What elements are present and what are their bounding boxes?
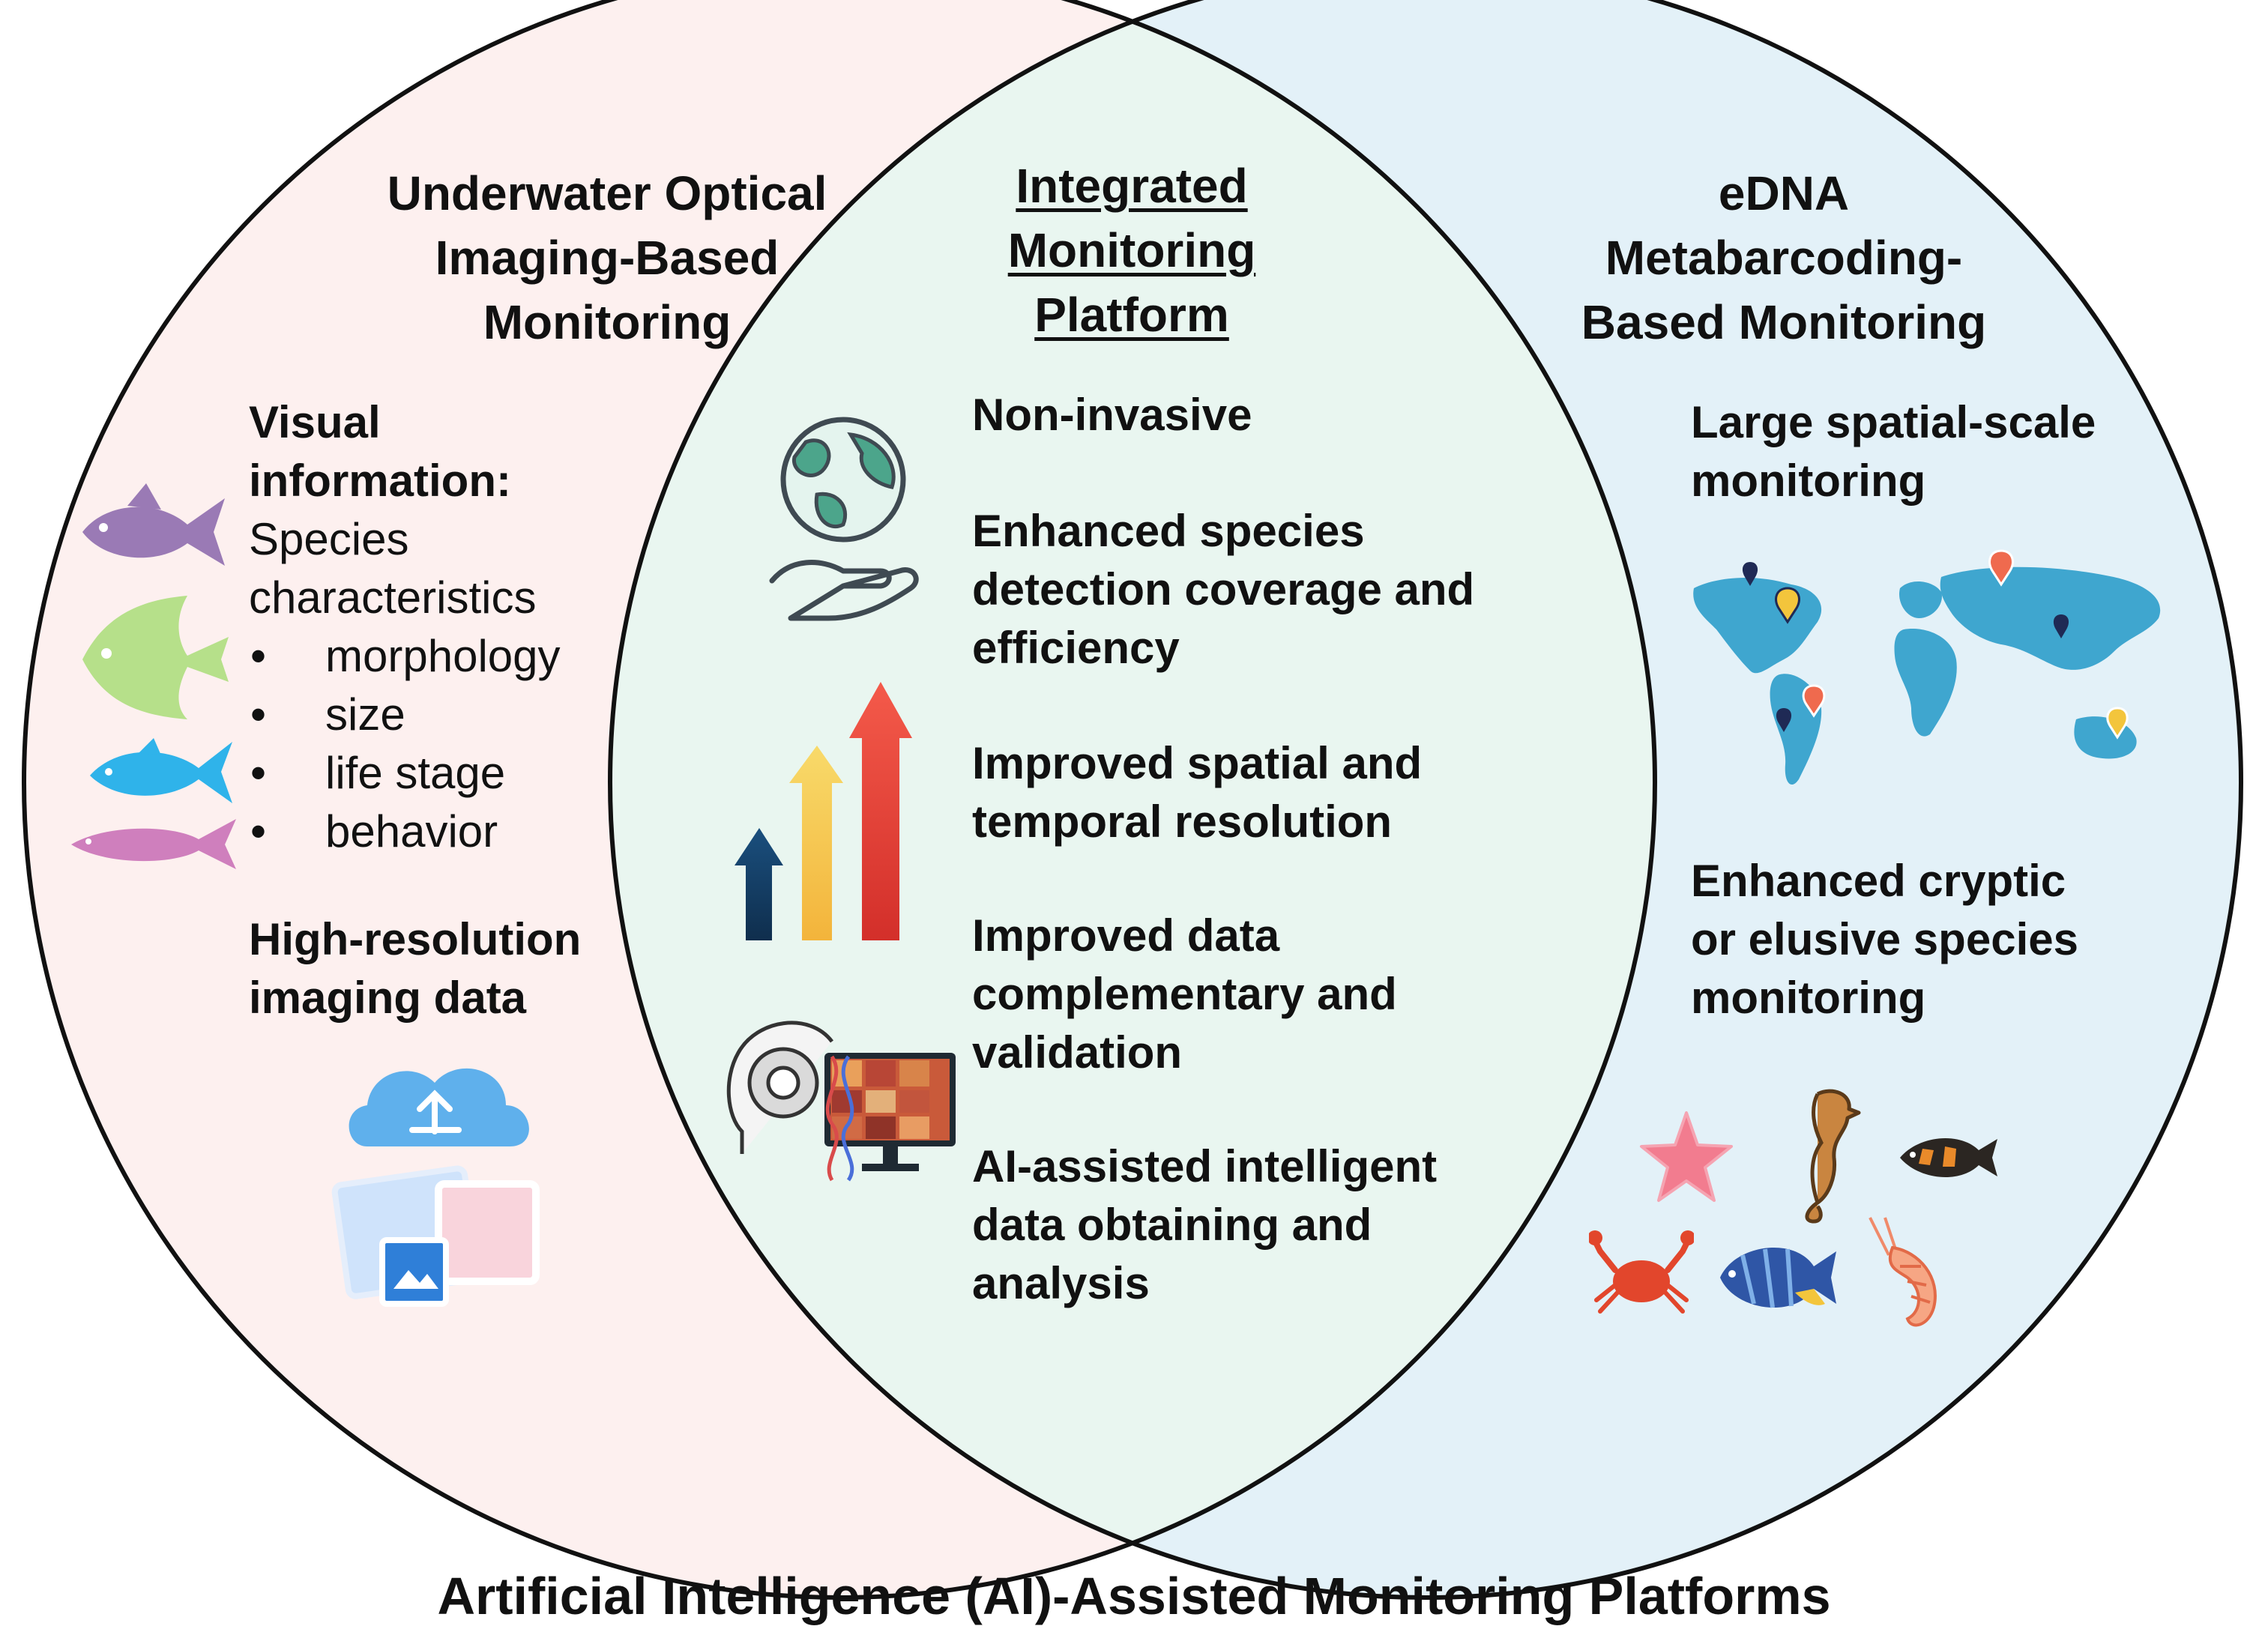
cloud-upload-images-icon bbox=[331, 1068, 540, 1307]
center-item-line: Improved data bbox=[972, 910, 1280, 961]
salmon-silhouette-pink-icon bbox=[71, 819, 236, 869]
center-heading-line: Monitoring bbox=[1007, 223, 1256, 277]
rising-arrows-icon bbox=[735, 682, 912, 940]
left-heading: Underwater Optical Imaging-Based Monitor… bbox=[285, 161, 929, 354]
visual-information-title: Visual information: bbox=[249, 393, 511, 510]
center-heading-line: Integrated bbox=[1016, 159, 1248, 213]
right-item-line: monitoring bbox=[1691, 456, 1926, 506]
right-item-line: monitoring bbox=[1691, 973, 1926, 1023]
ai-head-computer-icon bbox=[726, 1021, 956, 1182]
center-item-line: Non-invasive bbox=[972, 390, 1252, 440]
right-heading-line: eDNA bbox=[1718, 166, 1850, 220]
starfish-icon bbox=[1640, 1111, 1733, 1202]
overlap-region bbox=[610, 0, 1655, 1598]
center-item-ai-analysis: AI-assisted intelligent data obtaining a… bbox=[972, 1137, 1437, 1313]
species-characteristics: Species characteristics bbox=[249, 510, 536, 627]
seahorse-icon bbox=[1805, 1089, 1861, 1224]
center-item-line: efficiency bbox=[972, 623, 1180, 673]
center-item-line: validation bbox=[972, 1027, 1183, 1078]
species-line: characteristics bbox=[249, 572, 537, 623]
high-resolution-imaging: High-resolution imaging data bbox=[249, 910, 581, 1027]
hires-line: imaging data bbox=[249, 973, 527, 1023]
visual-title-line: information: bbox=[249, 456, 511, 506]
right-item-line: or elusive species bbox=[1691, 914, 2078, 964]
hires-line: High-resolution bbox=[249, 914, 582, 964]
world-map-pins-icon bbox=[1693, 549, 2161, 785]
center-item-detection: Enhanced species detection coverage and … bbox=[972, 502, 1474, 677]
right-item-line: Enhanced cryptic bbox=[1691, 856, 2066, 906]
angelfish-silhouette-green-icon bbox=[82, 596, 229, 719]
center-item-line: Enhanced species bbox=[972, 506, 1365, 556]
fish-silhouette-purple-icon bbox=[82, 483, 225, 566]
center-item-line: analysis bbox=[972, 1258, 1150, 1308]
center-item-line: data obtaining and bbox=[972, 1200, 1372, 1250]
globe-in-hand-icon bbox=[769, 417, 919, 621]
list-item: behavior bbox=[250, 803, 561, 861]
center-item-line: Improved spatial and bbox=[972, 738, 1423, 788]
right-item-line: Large spatial-scale bbox=[1691, 397, 2096, 447]
left-heading-line: Underwater Optical bbox=[387, 166, 827, 220]
tuna-silhouette-blue-icon bbox=[90, 738, 232, 803]
fish-icon bbox=[1900, 1137, 1997, 1178]
list-item: life stage bbox=[250, 744, 561, 803]
center-item-resolution: Improved spatial and temporal resolution bbox=[972, 734, 1422, 851]
list-item: morphology bbox=[250, 627, 561, 686]
center-item-non-invasive: Non-invasive bbox=[972, 386, 1252, 444]
left-heading-line: Imaging-Based bbox=[435, 231, 779, 285]
center-item-line: detection coverage and bbox=[972, 564, 1475, 614]
right-heading-line: Metabarcoding- bbox=[1605, 231, 1963, 285]
right-heading-line: Based Monitoring bbox=[1581, 295, 1987, 349]
characteristics-list: morphology size life stage behavior bbox=[250, 627, 561, 861]
list-item: size bbox=[250, 686, 561, 744]
visual-title-line: Visual bbox=[249, 397, 381, 447]
crab-icon bbox=[1589, 1230, 1694, 1314]
right-heading: eDNA Metabarcoding- Based Monitoring bbox=[1492, 161, 2076, 354]
center-item-line: temporal resolution bbox=[972, 797, 1393, 847]
center-heading: Integrated Monitoring Platform bbox=[944, 154, 1319, 347]
center-heading-line: Platform bbox=[1034, 288, 1229, 342]
center-item-validation: Improved data complementary and validati… bbox=[972, 907, 1397, 1082]
figure-caption: Artificial Intelligence (AI)-Assisted Mo… bbox=[437, 1567, 1831, 1625]
left-heading-line: Monitoring bbox=[483, 295, 732, 349]
right-item-cryptic-species: Enhanced cryptic or elusive species moni… bbox=[1691, 852, 2078, 1027]
species-line: Species bbox=[249, 514, 409, 564]
center-item-line: AI-assisted intelligent bbox=[972, 1141, 1438, 1191]
tropical-fish-icon bbox=[1720, 1247, 1836, 1308]
map-pins bbox=[1742, 549, 2129, 740]
right-item-spatial-scale: Large spatial-scale monitoring bbox=[1691, 393, 2096, 510]
shrimp-icon bbox=[1869, 1217, 1937, 1327]
center-item-line: complementary and bbox=[972, 969, 1397, 1019]
